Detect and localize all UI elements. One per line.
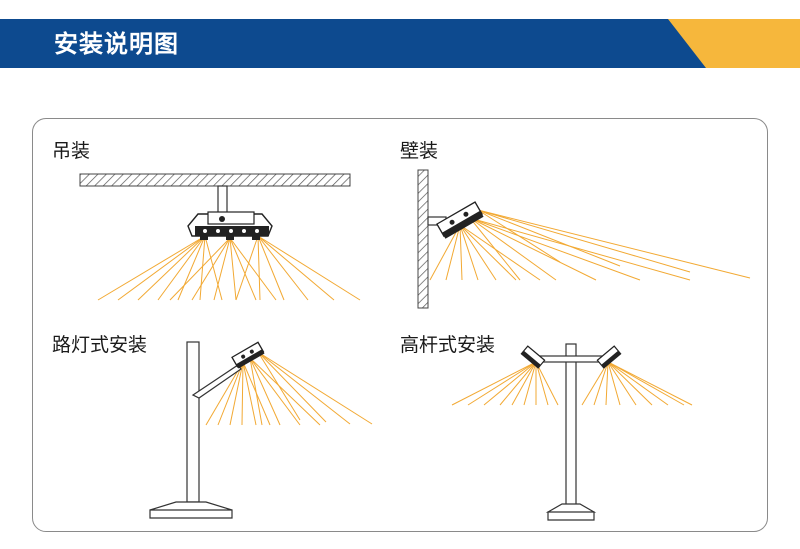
high-pole-left-rays [451, 361, 559, 406]
high-pole-shaft [565, 343, 577, 513]
street-base [149, 501, 233, 519]
wall-light-rays [429, 209, 751, 281]
label-wall-mount: 壁装 [400, 140, 439, 162]
high-pole-right-rays [581, 361, 693, 406]
header-banner [0, 19, 800, 68]
high-pole-crossbar [539, 355, 603, 363]
ceiling-bracket [217, 185, 228, 215]
street-pole [186, 341, 200, 503]
street-light-figure [149, 341, 373, 519]
high-pole-right-fixture [596, 345, 622, 369]
page-title: 安装说明图 [54, 30, 179, 58]
wall-fixture [436, 201, 484, 239]
high-pole-base [545, 503, 597, 521]
ceiling-mount-figure [79, 173, 361, 301]
high-pole-figure [451, 343, 693, 521]
street-fixture [231, 341, 265, 369]
high-pole-left-fixture [520, 345, 546, 369]
installation-panel [32, 118, 768, 532]
label-high-pole-mount: 高杆式安装 [400, 334, 496, 356]
ceiling-slab [79, 173, 351, 187]
street-arm [191, 364, 242, 399]
wall-mount-figure [417, 169, 751, 309]
street-light-rays [205, 351, 373, 426]
label-ceiling-mount: 吊装 [52, 140, 91, 162]
ceiling-light-rays [97, 235, 361, 301]
label-street-light-mount: 路灯式安装 [52, 334, 148, 356]
wall [417, 169, 429, 309]
ceiling-fixture [187, 211, 273, 240]
